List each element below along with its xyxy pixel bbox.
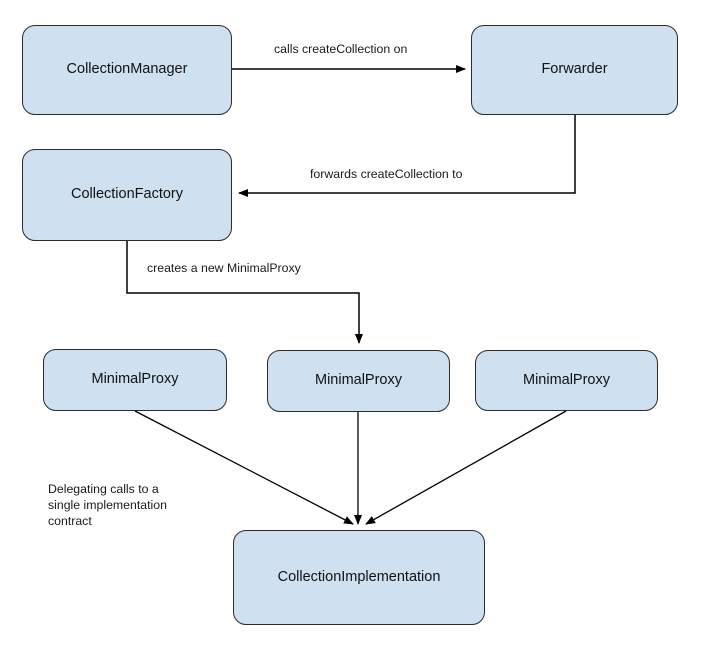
connector-delegate-left (134, 410, 354, 525)
node-label-minimal-proxy-center: MinimalProxy (314, 372, 402, 389)
edge-label-creates-new-minimal-proxy: creates a new MinimalProxy (147, 261, 301, 275)
connector-forwards-create-collection (238, 115, 576, 197)
node-collection-manager[interactable]: CollectionManager (22, 25, 232, 115)
node-minimal-proxy-left[interactable]: MinimalProxy (43, 349, 227, 411)
node-label-minimal-proxy-left: MinimalProxy (91, 371, 179, 388)
note-delegating-calls: Delegating calls to a single implementat… (48, 482, 167, 529)
connector-creates-new-minimal-proxy (126, 241, 363, 344)
node-forwarder[interactable]: Forwarder (471, 25, 678, 115)
connector-delegate-right (365, 410, 567, 525)
edge-label-calls-create-collection: calls createCollection on (274, 42, 408, 56)
node-label-collection-implementation: CollectionImplementation (277, 568, 441, 585)
node-label-collection-factory: CollectionFactory (70, 186, 183, 203)
edge-label-forwards-create-collection: forwards createCollection to (310, 167, 463, 181)
node-minimal-proxy-center[interactable]: MinimalProxy (267, 350, 450, 412)
node-label-minimal-proxy-right: MinimalProxy (522, 371, 610, 388)
node-label-collection-manager: CollectionManager (66, 61, 188, 78)
node-collection-factory[interactable]: CollectionFactory (22, 149, 232, 241)
node-collection-implementation[interactable]: CollectionImplementation (233, 530, 485, 625)
node-minimal-proxy-right[interactable]: MinimalProxy (475, 350, 658, 411)
node-label-forwarder: Forwarder (541, 61, 608, 78)
